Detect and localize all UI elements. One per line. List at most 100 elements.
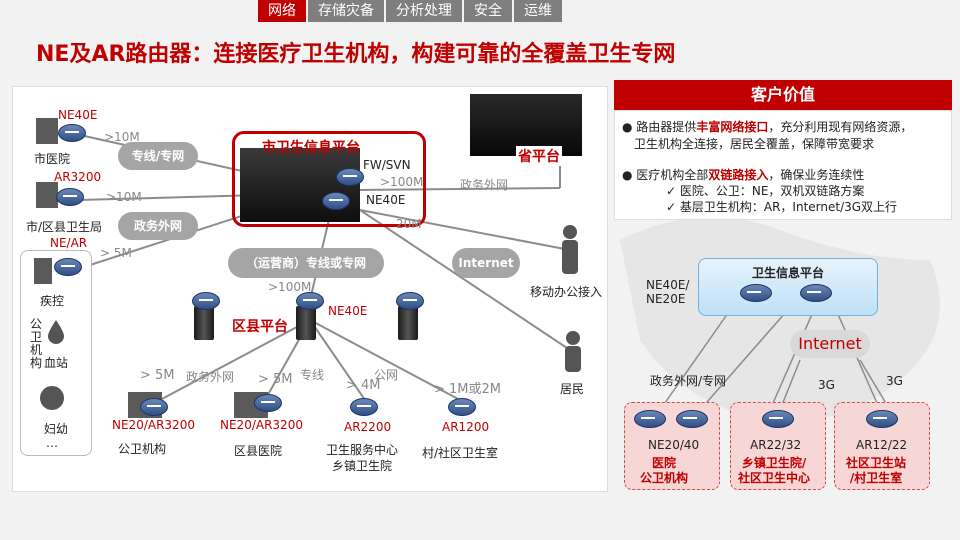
cdc-building-icon <box>34 258 52 284</box>
hospital-bw-label: >10M <box>104 130 140 144</box>
link-gov-label: 政务外网 <box>186 370 235 384</box>
site2-label: 区县医院 <box>234 444 283 458</box>
highlight-text: 双链路接入 <box>708 168 769 182</box>
city-router-label: NE40E <box>366 193 406 207</box>
blood-station-label: 血站 <box>44 356 69 370</box>
group-bw-label: > 5M <box>100 246 132 260</box>
tab-operations[interactable]: 运维 <box>514 0 562 22</box>
county-router-right-icon <box>396 292 424 310</box>
highlight-text: 丰富网络接口 <box>696 120 769 134</box>
province-platform-label: 省平台 <box>516 146 562 166</box>
mini-box3-label: 社区卫生站 /村卫生室 <box>846 456 907 485</box>
county-server-left-icon <box>194 306 214 340</box>
site1-label: 公卫机构 <box>118 442 167 456</box>
bullet1-line1: ● 路由器提供丰富网络接口，充分利用现有网络资源， <box>622 120 913 134</box>
mini-platform-router-right-icon <box>800 284 832 302</box>
subitem2: ✓ 基层卫生机构：AR，Internet/3G双上行 <box>666 200 898 214</box>
public-health-group-box <box>20 250 92 456</box>
tab-storage[interactable]: 存储灾备 <box>308 0 384 22</box>
residents-icon <box>565 331 581 372</box>
hospital-router-icon <box>58 124 86 142</box>
maternal-label: 妇幼 <box>44 422 69 436</box>
mobile-user-icon <box>562 225 578 274</box>
mini-3g-b: 3G <box>886 374 903 388</box>
county-router-center-icon <box>296 292 324 310</box>
county-device-label: NE40E <box>328 304 368 318</box>
mobile-office-label: 移动办公接入 <box>530 285 603 299</box>
province-link-label: 政务外网 <box>460 178 509 192</box>
tab-analysis[interactable]: 分析处理 <box>386 0 462 22</box>
link-dedicated-label: 专线 <box>300 368 325 382</box>
group-router-icon <box>54 258 82 276</box>
site1-router-icon <box>140 398 168 416</box>
residents-label: 居民 <box>560 382 585 396</box>
bureau-router-icon <box>56 188 84 206</box>
county-bw-label: >100M <box>268 280 312 294</box>
city-datacenter-image <box>240 148 360 222</box>
hospital-building-icon <box>36 118 58 144</box>
bureau-device-label: AR3200 <box>54 170 102 184</box>
fw-svn-label: FW/SVN <box>363 158 411 172</box>
site1-bw: > 5M <box>140 368 175 383</box>
site4-device: AR1200 <box>442 420 490 434</box>
city-router-icon <box>322 192 350 210</box>
mini-devices-label: NE40E/ NE20E <box>646 278 690 306</box>
customer-value-header: 客户价值 <box>614 80 952 110</box>
cdc-label: 疾控 <box>40 294 65 308</box>
city-platform-box <box>232 131 426 227</box>
mini-box3-router-icon <box>866 410 898 428</box>
bullet1-line2: 卫生机构全连接，居民全覆盖，保障带宽要求 <box>634 137 875 151</box>
site4-label: 村/社区卫生室 <box>422 446 499 460</box>
county-server-center-icon <box>296 306 316 340</box>
link-public-label: 公网 <box>374 368 399 382</box>
mini-gov-link-label: 政务外网/专网 <box>650 374 727 388</box>
site4-router-icon <box>448 398 476 416</box>
city-platform-label: 市卫生信息平台 <box>262 140 360 156</box>
county-server-right-icon <box>398 306 418 340</box>
site3-device: AR2200 <box>344 420 392 434</box>
mini-platform-label: 卫生信息平台 <box>752 266 825 280</box>
mini-box1-router-left-icon <box>634 410 666 428</box>
mini-box2-device: AR22/32 <box>750 438 802 452</box>
more-label: … <box>46 436 58 450</box>
mini-3g-a: 3G <box>818 378 835 392</box>
site2-bw: > 5M <box>258 372 293 387</box>
site2-device: NE20/AR3200 <box>220 418 303 432</box>
hospital-label: 市医院 <box>34 152 71 166</box>
subitem1: ✓ 医院、公卫：NE，双机双链路方案 <box>666 184 865 198</box>
site1-device: NE20/AR3200 <box>112 418 195 432</box>
page-title: NE及AR路由器：连接医疗卫生机构，构建可靠的全覆盖卫生专网 <box>36 42 676 67</box>
hospital-device-label: NE40E <box>58 108 98 122</box>
mini-box1-device: NE20/40 <box>648 438 700 452</box>
dedicated-cloud: 专线/专网 <box>118 142 198 170</box>
maternal-icon <box>40 386 64 410</box>
bureau-building-icon <box>36 182 58 208</box>
city-bw-label: 20M <box>396 217 422 231</box>
operator-cloud: （运营商）专线或专网 <box>228 248 384 278</box>
county-platform-label: 区县平台 <box>232 319 288 335</box>
tab-security[interactable]: 安全 <box>464 0 512 22</box>
nav-tabs: 网络 存储灾备 分析处理 安全 运维 <box>258 0 564 22</box>
bureau-bw-label: >10M <box>106 190 142 204</box>
mini-platform-router-left-icon <box>740 284 772 302</box>
tab-network[interactable]: 网络 <box>258 0 306 22</box>
firewall-icon <box>336 168 364 186</box>
mini-box2-router-icon <box>762 410 794 428</box>
mini-internet-cloud: Internet <box>790 330 870 358</box>
county-router-left-icon <box>192 292 220 310</box>
province-bw-label: >100M <box>380 175 424 189</box>
mini-box2-label: 乡镇卫生院/ 社区卫生中心 <box>738 456 811 485</box>
mini-box1-label: 医院 公卫机构 <box>640 456 689 485</box>
mini-box3-device: AR12/22 <box>856 438 908 452</box>
blood-drop-icon <box>48 320 64 344</box>
site2-router-icon <box>254 394 282 412</box>
site3-bw: > 4M <box>346 378 381 393</box>
bureau-label: 市/区县卫生局 <box>26 220 103 234</box>
customer-value-box <box>614 110 952 220</box>
site3-router-icon <box>350 398 378 416</box>
mini-platform-box <box>698 258 878 316</box>
gov-cloud: 政务外网 <box>118 212 198 240</box>
bullet2-line1: ● 医疗机构全部双链路接入，确保业务连续性 <box>622 168 865 182</box>
site3-label: 卫生服务中心 乡镇卫生院 <box>326 443 399 473</box>
